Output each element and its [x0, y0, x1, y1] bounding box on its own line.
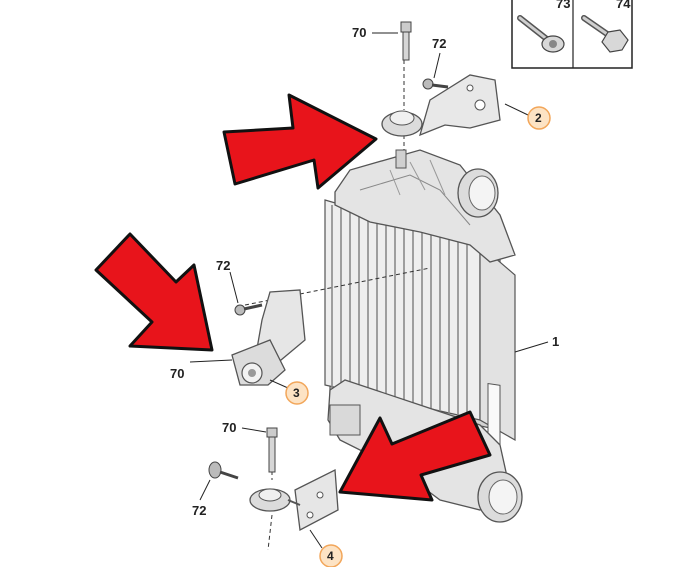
label-70-bottom: 70	[222, 420, 236, 435]
hex-screw-74-icon	[581, 15, 629, 53]
label-74: 74	[616, 0, 631, 11]
flange-screw-73-icon	[517, 15, 565, 53]
red-arrow-top-icon	[222, 93, 378, 190]
label-70-middle: 70	[170, 366, 184, 381]
label-72-top: 72	[432, 36, 446, 51]
screw-72-top-icon	[422, 78, 449, 90]
badge-4	[319, 544, 343, 567]
screw-72-bottom-icon	[208, 461, 239, 480]
bolt-70-top-icon	[400, 21, 412, 61]
label-part-2: 2	[535, 111, 542, 125]
label-part-4: 4	[327, 549, 334, 563]
badge-2	[527, 106, 551, 130]
label-part-1: 1	[552, 334, 559, 349]
intercooler-part-1	[324, 149, 523, 523]
badge-3	[285, 381, 309, 405]
top-bracket-part-2	[381, 60, 501, 150]
label-part-3: 3	[293, 386, 300, 400]
label-72-bottom: 72	[192, 503, 206, 518]
red-arrow-bottom-icon	[338, 410, 492, 502]
bolt-70-bottom-icon	[266, 427, 278, 473]
intercooler-fins	[331, 205, 468, 418]
bottom-bracket-part-4	[249, 450, 339, 551]
screw-72-middle-icon	[234, 303, 263, 316]
red-arrow-middle-icon	[94, 232, 214, 352]
label-72-middle: 72	[216, 258, 230, 273]
middle-bracket-part-3	[231, 289, 306, 386]
label-70-top: 70	[352, 25, 366, 40]
label-73: 73	[556, 0, 570, 11]
fastener-inset: 73 74	[511, 0, 633, 69]
